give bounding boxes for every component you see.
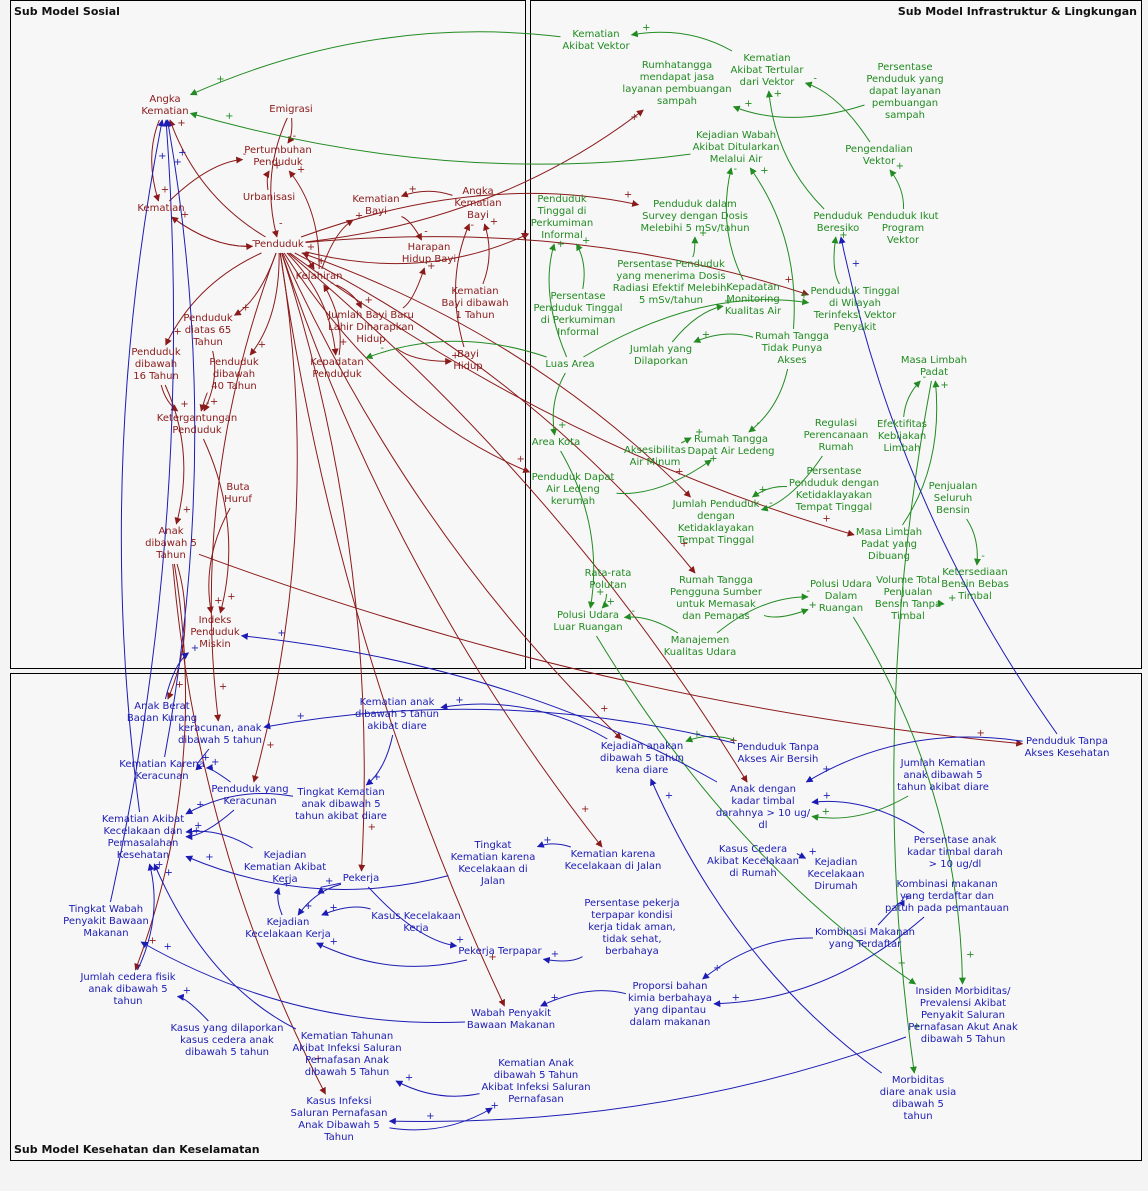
node-proporsi-kimia[interactable]: Proporsi bahan kimia berbahaya yang dipa…: [628, 981, 712, 1028]
node-volume-bensin[interactable]: Volume Total Penjualan Bensin Tanpa Timb…: [874, 575, 942, 622]
node-persentase-dosis[interactable]: Persentase Penduduk yang menerima Dosis …: [612, 259, 730, 306]
node-jumlah-kematian-diare[interactable]: Jumlah Kematian anak dibawah 5 tahun aki…: [897, 758, 989, 793]
node-penduduk[interactable]: Penduduk: [254, 239, 304, 250]
node-anak-dibawah-5[interactable]: Anak dibawah 5 Tahun: [145, 526, 197, 561]
node-indeks-penduduk-miskin[interactable]: Indeks Penduduk Miskin: [190, 615, 240, 650]
node-morbiditas-diare[interactable]: Morbiditas diare anak usia dibawah 5 tah…: [879, 1075, 957, 1122]
node-pekerja-terpapar[interactable]: Pekerja Terpapar: [458, 946, 542, 957]
node-jumlah-bayi-baru[interactable]: Jumlah Bayi Baru Lahir Diharapkan Hidup: [328, 310, 414, 345]
node-rt-air-ledeng[interactable]: Rumah Tangga Dapat Air Ledeng: [687, 434, 775, 457]
node-tinggal-informal[interactable]: Penduduk Tinggal di Perkumiman Informal: [530, 194, 594, 241]
node-tanpa-air-bersih[interactable]: Penduduk Tanpa Akses Air Bersih: [737, 742, 819, 765]
node-bayi-hidup[interactable]: Bayi Hidup: [453, 349, 483, 372]
node-polusi-luar-ruangan[interactable]: Polusi Udara Luar Ruangan: [553, 610, 623, 633]
node-persentase-timbal[interactable]: Persentase anak kadar timbal darah > 10 …: [907, 835, 1003, 870]
node-kematian-jalan[interactable]: Kematian karena Kecelakaan di Jalan: [564, 849, 662, 872]
node-pertumbuhan-penduduk[interactable]: Pertumbuhan Penduduk: [244, 145, 312, 168]
node-penduduk-diatas-65[interactable]: Penduduk diatas 65 Tahun: [183, 313, 233, 348]
node-kematian-bayi-1-tahun[interactable]: Kematian Bayi dibawah 1 Tahun: [441, 286, 509, 321]
node-polusi-dalam-ruangan[interactable]: Polusi Udara Dalam Ruangan: [809, 579, 873, 614]
node-kepadatan-monitoring[interactable]: Kepadatan Monitoring Kualitas Air: [724, 282, 782, 317]
node-anak-timbal[interactable]: Anak dengan kadar timbal darahnya > 10 u…: [715, 784, 811, 831]
node-kelahiran[interactable]: Kelahiran: [295, 271, 343, 282]
node-jumlah-dilaporkan[interactable]: Jumlah yang Dilaporkan: [629, 344, 693, 367]
node-anak-berat-badan-kurang[interactable]: Anak Berat Badan Kurang: [126, 701, 198, 724]
node-rt-tidak-akses[interactable]: Rumah Tangga Tidak Punya Akses: [755, 331, 829, 366]
node-penduduk-keracunan[interactable]: Penduduk yang Keracunan: [211, 784, 289, 807]
node-kasus-cedera-rumah[interactable]: Kasus Cedera Akibat Kecelakaan di Rumah: [707, 844, 799, 879]
node-bensin-bebas-timbal[interactable]: Ketersediaan Bensin Bebas Timbal: [941, 567, 1009, 602]
node-luas-area[interactable]: Luas Area: [545, 359, 595, 370]
node-wilayah-vektor[interactable]: Penduduk Tinggal di Wilayah Terinfeksi V…: [810, 286, 900, 333]
node-kematian-anak-diare[interactable]: Kematian anak dibawah 5 tahun akibat dia…: [354, 697, 440, 732]
node-manajemen-udara[interactable]: Manajemen Kualitas Udara: [663, 635, 737, 658]
node-buta-huruf[interactable]: Buta Huruf: [224, 482, 252, 505]
node-kejadian-kematian-kerja[interactable]: Kejadian Kematian Akibat Kerja: [243, 850, 327, 885]
node-kematian-kecelakaan-kesehatan[interactable]: Kematian Akibat Kecelakaan dan Permasala…: [101, 814, 185, 861]
node-persentase-tidak-layak[interactable]: Persentase Penduduk dengan Ketidaklayaka…: [788, 466, 880, 513]
node-tingkat-wabah[interactable]: Tingkat Wabah Penyakit Bawaan Makanan: [63, 904, 149, 939]
node-kematian-keracunan[interactable]: Kematian Karena Keracunan: [119, 759, 205, 782]
node-kepadatan-penduduk[interactable]: Kepadatan Penduduk: [310, 357, 364, 380]
node-penduduk-dibawah-40[interactable]: Penduduk dibawah 40 Tahun: [209, 357, 259, 392]
node-rata-rata-polutan[interactable]: Rata-rata Polutan: [584, 568, 632, 591]
node-persentase-layanan-sampah[interactable]: Persentase Penduduk yang dapat layanan p…: [866, 62, 944, 121]
node-masa-limbah-padat[interactable]: Masa Limbah Padat: [900, 355, 968, 378]
node-kematian-bayi[interactable]: Kematian Bayi: [352, 194, 400, 217]
node-kombinasi-patuh[interactable]: Kombinasi makanan yang terdaftar dan pat…: [885, 879, 1009, 914]
node-penduduk-beresiko[interactable]: Penduduk Beresiko: [813, 211, 863, 234]
node-pengendalian-vektor[interactable]: Pengendalian Vektor: [845, 144, 913, 167]
node-limbah-dibuang[interactable]: Masa Limbah Padat yang Dibuang: [855, 527, 923, 562]
node-kasus-kecelakaan-kerja[interactable]: Kasus Kecelakaan Kerja: [371, 911, 461, 934]
node-kasus-dilaporkan-cedera[interactable]: Kasus yang dilaporkan kasus cedera anak …: [170, 1023, 284, 1058]
node-kecelakaan-rumah[interactable]: Kejadian Kecelakaan Dirumah: [807, 857, 865, 892]
node-ikut-program-vektor[interactable]: Penduduk Ikut Program Vektor: [867, 211, 939, 246]
node-penjualan-bensin[interactable]: Penjualan Seluruh Bensin: [928, 481, 978, 516]
node-urbanisasi[interactable]: Urbanisasi: [242, 192, 296, 203]
node-kematian-tahunan-ispa[interactable]: Kematian Tahunan Akibat Infeksi Saluran …: [292, 1031, 402, 1078]
node-rumahtangga-sampah[interactable]: Rumhatangga mendapat jasa layanan pembua…: [622, 60, 732, 107]
node-angka-kematian-bayi[interactable]: Angka Kematian Bayi: [454, 186, 502, 221]
node-persentase-informal[interactable]: Persentase Penduduk Tinggal di Perkumima…: [533, 291, 623, 338]
node-kematian-akibat-vektor[interactable]: Kematian Akibat Vektor: [562, 29, 630, 52]
node-keracunan-anak[interactable]: keracunan, anak dibawah 5 tahun: [177, 723, 263, 746]
node-penduduk-dibawah-16[interactable]: Penduduk dibawah 16 Tahun: [131, 347, 181, 382]
node-kematian-anak-ispa[interactable]: Kematian Anak dibawah 5 Tahun Akibat Inf…: [481, 1058, 591, 1105]
panel-title-sosial: Sub Model Sosial: [14, 5, 120, 18]
node-efektifitas-limbah[interactable]: Efektifitas Kebijakan Limbah: [876, 419, 928, 454]
node-kasus-ispa[interactable]: Kasus Infeksi Saluran Pernafasan Anak Di…: [290, 1096, 388, 1143]
node-jumlah-tidak-layak[interactable]: Jumlah Penduduk dengan Ketidaklayakan Te…: [672, 499, 760, 546]
node-harapan-hidup-bayi[interactable]: Harapan Hidup Bayi: [401, 242, 457, 265]
node-tanpa-akses-kesehatan[interactable]: Penduduk Tanpa Akses Kesehatan: [1024, 736, 1110, 759]
node-kematian-tertular-vektor[interactable]: Kematian Akibat Tertular dari Vektor: [730, 53, 804, 88]
node-cedera-fisik[interactable]: Jumlah cedera fisik anak dibawah 5 tahun: [80, 972, 176, 1007]
node-area-kota[interactable]: Area Kota: [531, 437, 581, 448]
node-pekerja[interactable]: Pekerja: [342, 873, 380, 884]
node-kejadian-diare[interactable]: Kejadian anakan dibawah 5 tahun kena dia…: [599, 741, 685, 776]
panel-title-kesehatan: Sub Model Kesehatan dan Keselamatan: [14, 1143, 260, 1156]
node-kejadian-wabah-air[interactable]: Kejadian Wabah Akibat Ditularkan Melalui…: [692, 130, 780, 165]
node-aksesibilitas-air[interactable]: Aksesibilitas Air Minum: [624, 445, 686, 468]
panel-sub-model-sosial: Sub Model Sosial: [10, 0, 526, 669]
node-kematian[interactable]: Kematian: [137, 203, 185, 214]
node-angka-kematian[interactable]: Angka Kematian: [141, 94, 189, 117]
node-rt-sumber-masak[interactable]: Rumah Tangga Pengguna Sumber untuk Memas…: [670, 575, 762, 622]
node-regulasi-rumah[interactable]: Regulasi Perencanaan Rumah: [803, 418, 869, 453]
node-persentase-pekerja[interactable]: Persentase pekerja terpapar kondisi kerj…: [584, 898, 680, 957]
node-ketergantungan-penduduk[interactable]: Ketergantungan Penduduk: [156, 413, 238, 436]
node-penduduk-air-ledeng[interactable]: Penduduk Dapat Air Ledeng kerumah: [531, 472, 615, 507]
node-kejadian-kecelakaan-kerja[interactable]: Kejadian Kecelakaan Kerja: [245, 917, 331, 940]
panel-title-infrastruktur: Sub Model Infrastruktur & Lingkungan: [897, 5, 1137, 18]
node-emigrasi[interactable]: Emigrasi: [269, 104, 313, 115]
node-tingkat-kematian-diare[interactable]: Tingkat Kematian anak dibawah 5 tahun ak…: [295, 787, 387, 822]
node-wabah-penyakit-makanan[interactable]: Wabah Penyakit Bawaan Makanan: [466, 1008, 556, 1031]
node-insiden-ispa[interactable]: Insiden Morbiditas/ Prevalensi Akibat Pe…: [908, 986, 1018, 1045]
node-kombinasi-terdaftar[interactable]: Kombinasi Makanan yang Terdaftar: [815, 927, 915, 950]
node-survey-dosis[interactable]: Penduduk dalam Survey dengan Dosis Meleb…: [640, 199, 750, 234]
node-tingkat-kecelakaan-jalan[interactable]: Tingkat Kematian karena Kecelakaan di Ja…: [450, 840, 536, 887]
